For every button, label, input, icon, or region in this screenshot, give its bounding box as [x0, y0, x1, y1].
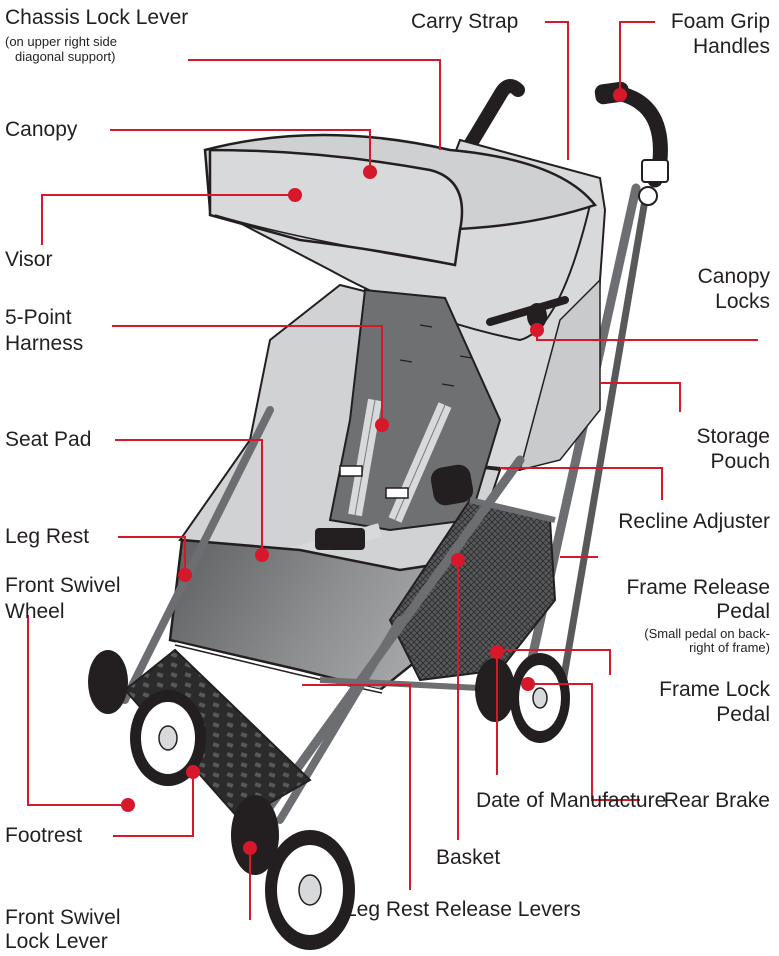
label-date-of-manufacture: Date of Manufacture [476, 789, 667, 812]
dot-seat-pad [255, 548, 269, 562]
label-chassis-lock-lever-note-2: diagonal support) [15, 49, 116, 64]
dot-basket [451, 553, 465, 567]
rear-far-frame-tube [556, 196, 649, 704]
label-harness-1: 5-Point [5, 306, 72, 329]
harness-left-adjuster [339, 465, 363, 477]
dot-rear-brake [521, 677, 535, 691]
label-foam-grip-2: Handles [692, 35, 770, 58]
label-recline-adjuster: Recline Adjuster [618, 510, 770, 533]
harness-right-adjuster [385, 487, 409, 499]
canopy-lock-knob [527, 303, 547, 329]
dot-footrest [186, 765, 200, 779]
dot-front-swivel-wheel [121, 798, 135, 812]
front-left-wheel [88, 650, 206, 786]
label-leg-rest: Leg Rest [5, 525, 90, 548]
label-canopy-locks-2: Locks [715, 290, 770, 313]
front-left-frame-tube [121, 406, 274, 704]
label-carry-strap: Carry Strap [411, 10, 519, 33]
label-front-swivel-wheel-2: Wheel [5, 600, 65, 623]
label-chassis-lock-lever-note-1: (on upper right side [5, 34, 118, 49]
label-foam-grip-1: Foam Grip [670, 10, 770, 33]
leader-recline-adjuster [500, 467, 663, 500]
label-canopy-locks-1: Canopy [697, 265, 770, 288]
leader-foam-grip [619, 21, 655, 92]
left-handle [463, 79, 525, 152]
leader-storage-pouch [600, 382, 681, 412]
canopy-lock-bar [486, 296, 569, 326]
label-leg-rest-release: Leg Rest Release Levers [345, 898, 581, 921]
leader-frame-lock [500, 649, 611, 675]
dot-canopy [363, 165, 377, 179]
callout-dots [121, 88, 627, 855]
label-basket: Basket [436, 846, 501, 869]
storage-pouch-panel [518, 278, 601, 472]
leader-leg-rest [118, 536, 186, 575]
leader-rear-brake [528, 683, 640, 801]
label-storage-pouch-1: Storage [696, 425, 770, 448]
label-front-swivel-lock-2: Lock Lever [5, 930, 108, 953]
label-front-swivel-wheel-1: Front Swivel [5, 574, 121, 597]
label-canopy: Canopy [5, 118, 78, 141]
handle-hinge-knob [638, 186, 658, 206]
dot-foam-grip [613, 88, 627, 102]
label-frame-release-note-1: (Small pedal on back- [644, 626, 770, 641]
label-storage-pouch-2: Pouch [710, 450, 770, 473]
label-frame-lock-2: Pedal [716, 703, 770, 726]
leader-seat-pad [115, 439, 263, 555]
label-frame-release-note-2: right of frame) [689, 640, 770, 655]
label-rear-brake: Rear Brake [663, 789, 770, 812]
label-frame-release-2: Pedal [716, 600, 770, 623]
leader-leg-rest-release [302, 684, 411, 890]
leader-carry-strap [545, 21, 569, 160]
label-frame-lock-1: Frame Lock [659, 678, 770, 701]
handle-hinge [641, 159, 669, 183]
harness-buckle [315, 528, 365, 550]
label-front-swivel-lock-1: Front Swivel [5, 906, 121, 929]
leader-front-swivel-wheel [27, 615, 128, 806]
rear-right-wheel [475, 653, 570, 743]
dot-date-of-manufacture [490, 645, 504, 659]
leader-harness [112, 325, 383, 425]
leader-chassis-lock-lever [188, 59, 441, 150]
stroller-illustration [88, 79, 669, 950]
label-chassis-lock-lever: Chassis Lock Lever [5, 6, 189, 29]
dot-visor [288, 188, 302, 202]
front-right-wheel [231, 795, 355, 950]
label-frame-release-1: Frame Release [626, 576, 770, 599]
recline-adjuster-body [430, 464, 474, 506]
label-visor: Visor [5, 248, 53, 271]
dot-canopy-locks [530, 323, 544, 337]
label-footrest: Footrest [5, 824, 83, 847]
label-seat-pad: Seat Pad [5, 428, 92, 451]
label-harness-2: Harness [5, 332, 84, 355]
dot-harness [375, 418, 389, 432]
leader-visor [41, 194, 295, 245]
leader-canopy [110, 129, 371, 172]
leader-footrest [113, 772, 194, 837]
dot-leg-rest [178, 568, 192, 582]
dot-front-swivel-lock [243, 841, 257, 855]
